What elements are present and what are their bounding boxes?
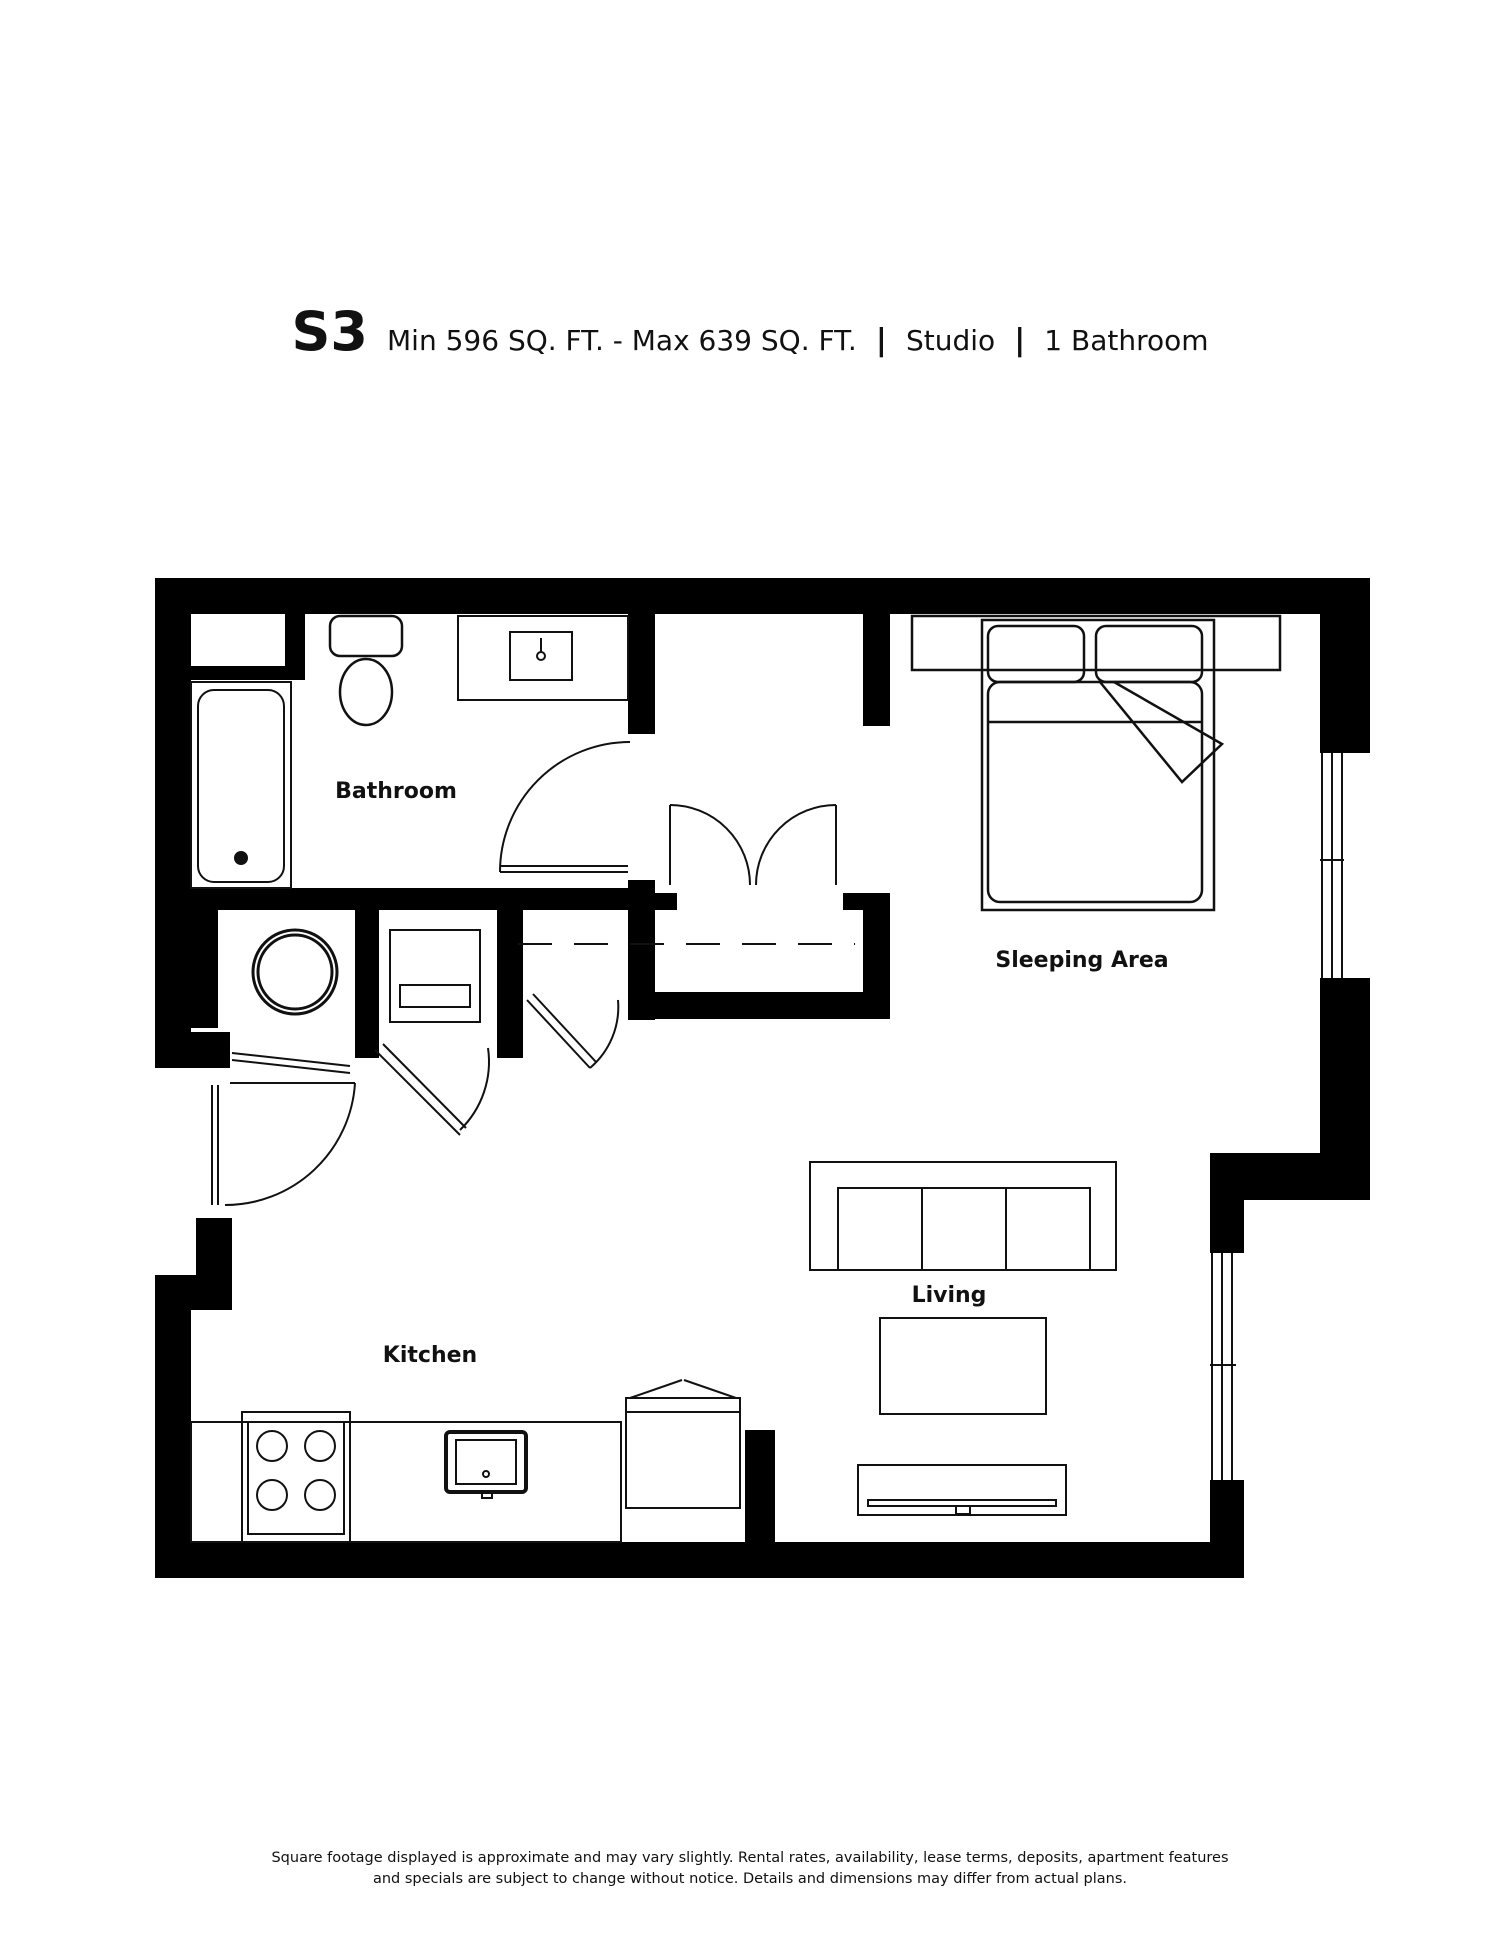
room-label-sleeping-area: Sleeping Area [995, 948, 1168, 973]
room-label-living: Living [912, 1283, 987, 1308]
windows [1210, 753, 1344, 1480]
kitchen-counter [190, 1421, 622, 1543]
bathtub [190, 681, 292, 889]
room-label-bathroom: Bathroom [335, 779, 457, 804]
bedroom-count: Studio [905, 324, 996, 357]
kitchen-sink [444, 1430, 528, 1499]
water-heater [389, 929, 481, 1023]
doors [211, 741, 631, 1207]
washer [251, 928, 339, 1016]
plan-header: S3 Min 596 SQ. FT. - Max 639 SQ. FT. | S… [0, 300, 1500, 363]
room-label-kitchen: Kitchen [383, 1343, 477, 1368]
coffee-table [879, 1317, 1047, 1415]
plan-name: S3 [291, 300, 368, 363]
walls [155, 578, 1370, 1578]
bathroom-vanity [457, 615, 629, 701]
disclaimer-line: and specials are subject to change witho… [372, 1871, 1128, 1887]
disclaimer: Square footage displayed is approximate … [0, 1848, 1500, 1890]
toilet [328, 614, 404, 727]
tv-console [857, 1464, 1067, 1516]
square-footage: Min 596 SQ. FT. - Max 639 SQ. FT. [387, 324, 857, 357]
closet-doors [518, 804, 855, 945]
refrigerator [625, 1379, 741, 1509]
disclaimer-line: Square footage displayed is approximate … [271, 1850, 1229, 1866]
stove [241, 1411, 351, 1543]
header-separator: | [1014, 323, 1026, 358]
sofa [809, 1161, 1117, 1271]
bathroom-count: 1 Bathroom [1044, 324, 1209, 357]
bed [910, 614, 1282, 912]
header-separator: | [875, 323, 887, 358]
